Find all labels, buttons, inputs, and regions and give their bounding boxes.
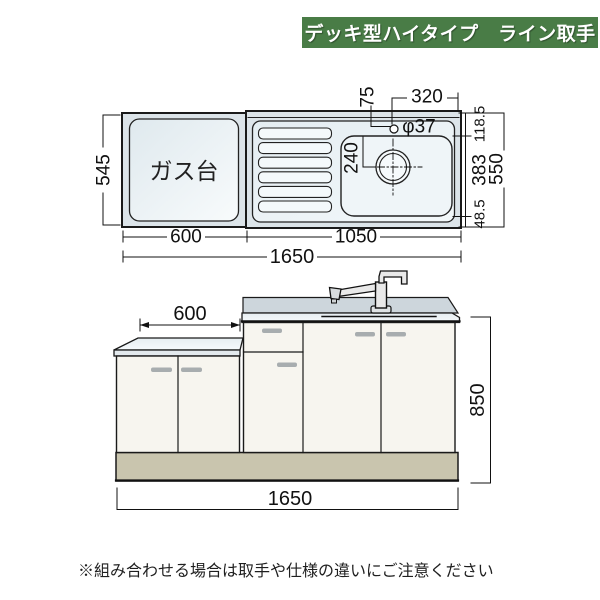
dim-width-gas-elev: 600 [173,303,206,325]
drainboard-slat [257,142,333,155]
faucet-spout-arm [337,282,377,298]
drawer-handle [262,328,282,333]
dim-arrow [140,322,149,328]
dim-depth-front: 48.5 [472,199,489,228]
dim-text-bg [267,249,317,265]
gas-stove-plate [128,118,240,222]
product-type-banner: デッキ型ハイタイプ ライン取手 [302,17,598,48]
dim-width-total-plan: 1650 [270,246,315,268]
dim-drain-offset: 240 [342,142,363,174]
faucet-hole [389,124,399,134]
dim-faucet-hole: φ37 [402,117,435,138]
gas-counter-top [113,337,244,351]
dim-width-sink: 1050 [335,227,377,248]
drainboard-slat [257,171,333,184]
dim-depth-total: 550 [487,153,508,185]
dim-width-total-elev: 1650 [268,488,313,510]
door-handle [277,362,297,367]
drainboard [257,127,333,213]
drainboard-slat [257,200,333,213]
dim-height-total: 850 [467,383,489,416]
faucet-offset-leader [370,105,391,127]
dim-arrow [231,322,240,328]
dim-width-gas: 600 [170,227,202,248]
faucet-body [374,281,388,309]
dim-text-bg [332,229,380,245]
door-handle [386,332,406,337]
gas-counter-edge [113,349,241,357]
drain-offset-leader [362,136,377,168]
dim-faucet-span: 320 [411,87,443,108]
faucet [328,270,408,314]
product-type-label: デッキ型ハイタイプ ライン取手 [304,24,596,45]
elevation-view: 600 850 1650 [113,270,491,510]
drainboard-slat [257,185,333,198]
toe-kick [115,451,459,482]
plan-view: ガス台 [94,86,508,268]
gas-area-label: ガス台 [150,158,219,184]
dim-text-bg [167,229,205,245]
drainboard-slat [257,156,333,169]
faucet-spout-head [328,286,342,301]
dim-depth-bowl: 383 [470,154,491,186]
door-handle [151,367,172,372]
door-handle [181,367,202,372]
sink-cabinet-body [242,321,456,454]
faucet-nozzle [331,298,337,304]
faucet-lever [378,270,408,285]
drainboard-slat [257,127,333,140]
dim-faucet-offset: 75 [358,86,379,107]
dim-depth-gas: 545 [94,154,115,186]
dim-depth-back: 118.5 [472,106,489,142]
dim-text-bg [407,89,447,104]
door-handle [355,332,375,337]
backsplash [242,296,460,314]
caution-note: ※組み合わせる場合は取手や仕様の違いにご注意ください [78,563,494,580]
